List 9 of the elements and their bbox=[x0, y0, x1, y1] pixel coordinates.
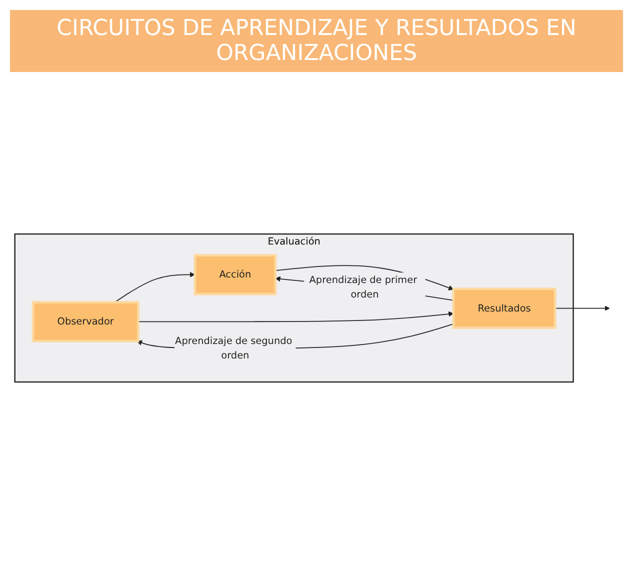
arrow bbox=[114, 272, 196, 303]
edge-label: Aprendizaje de primer orden bbox=[309, 274, 418, 300]
arrow bbox=[554, 306, 610, 311]
title-banner: CIRCUITOS DE APRENDIZAJE Y RESULTADOS EN ORGANIZACIONES bbox=[10, 10, 623, 72]
arrow bbox=[138, 311, 454, 322]
node-box: Observador bbox=[32, 301, 140, 342]
node-box: Resultados bbox=[452, 288, 556, 329]
edge-label: Aprendizaje de segundo orden bbox=[175, 334, 292, 362]
node-box: Acción bbox=[194, 254, 277, 296]
